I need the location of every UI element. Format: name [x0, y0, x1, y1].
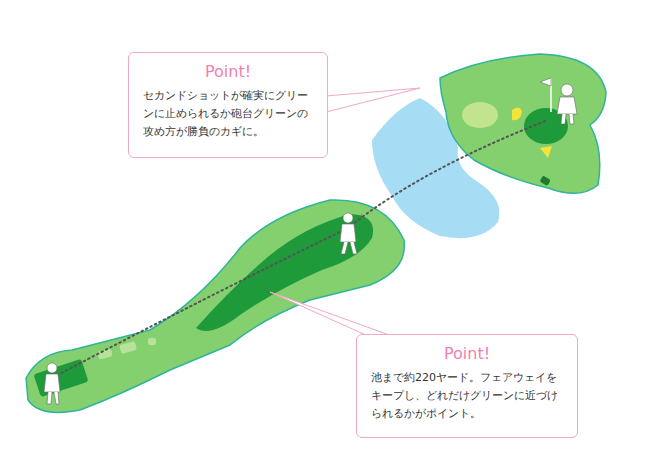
bunker: [512, 107, 522, 120]
golfer-figure: [340, 213, 362, 254]
fairway: [196, 214, 373, 331]
tee-box: [34, 359, 89, 397]
callout-body: セカンドショットが確実にグリーンに止められるか砲台グリーンの攻め方が勝負のカギに…: [143, 87, 313, 141]
tee-marker: [97, 348, 113, 359]
callout-box: Point! 池まで約220ヤード。フェアウェイをキープし、どれだけグリーンに近づ…: [356, 334, 578, 438]
callout-pointer: [270, 292, 392, 336]
callout-pointer: [326, 88, 420, 112]
caddie-figure: [540, 78, 577, 124]
callout-body: 池まで約220ヤード。フェアウェイをキープし、どれだけグリーンに近づけられるかが…: [371, 369, 563, 423]
golfer-figure: [44, 363, 60, 404]
tee-marker: [119, 341, 137, 354]
callout-heading: Point!: [371, 343, 563, 365]
waste-area: [462, 102, 498, 128]
marker: [540, 175, 551, 186]
bunker: [540, 146, 552, 158]
pond: [372, 98, 499, 238]
green-surround: [440, 54, 606, 193]
callout-box: Point! セカンドショットが確実にグリーンに止められるか砲台グリーンの攻め方が…: [128, 52, 328, 158]
callout-heading: Point!: [143, 61, 313, 83]
rough: [26, 200, 404, 413]
tee-marker: [148, 338, 156, 345]
